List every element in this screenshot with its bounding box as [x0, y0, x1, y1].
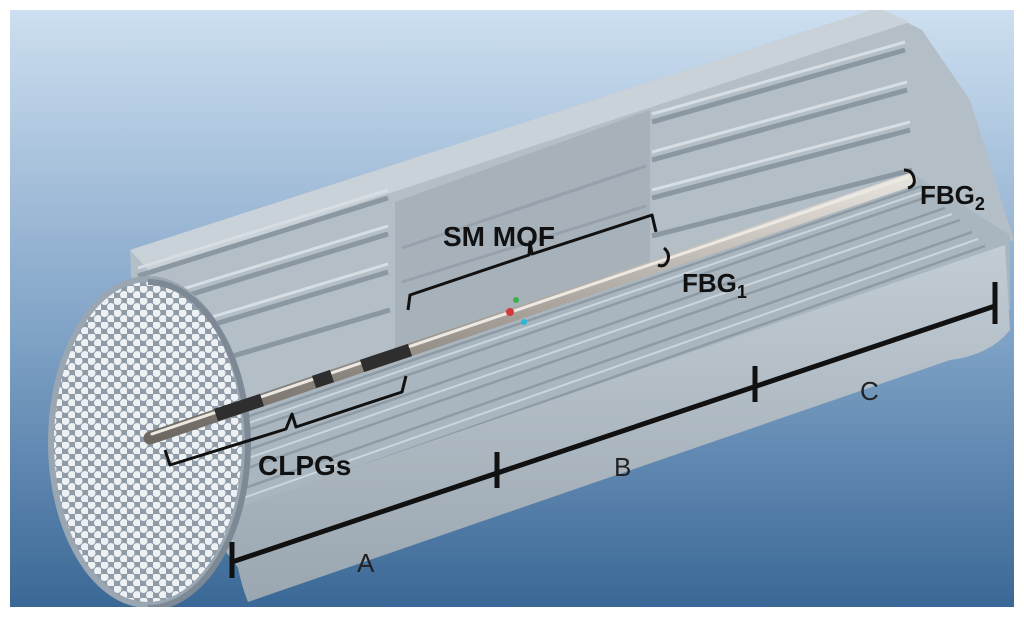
fbg2-label-sub: 2 — [975, 194, 985, 214]
braces — [163, 168, 916, 467]
section-c-label: C — [860, 376, 879, 406]
clpgs-label: CLPGs — [258, 450, 351, 481]
floor-grooves — [149, 184, 986, 518]
fbg2-brace — [903, 168, 916, 190]
sm-mof-label: SM MOF — [443, 221, 555, 252]
fbg1-label-sub: 1 — [737, 282, 747, 302]
back-wall-top — [130, 10, 910, 272]
fbg2-label: FBG2 — [920, 180, 985, 214]
clpg-gratings — [213, 343, 413, 422]
fbg1-brace — [657, 246, 670, 268]
section-a-label: A — [357, 548, 375, 578]
core-fiber — [143, 173, 917, 445]
section-b-label: B — [614, 452, 631, 482]
fiber-diagram: SM MOF CLPGs FBG1 FBG2 A B C — [10, 10, 1014, 607]
scale-bar — [229, 282, 998, 578]
back-ridges-right — [651, 40, 911, 192]
back-grooves-right — [651, 47, 913, 239]
floor-ridges — [154, 190, 979, 510]
fbg1-label-base: FBG — [682, 268, 737, 298]
fbg1-label: FBG1 — [682, 268, 747, 302]
window-grooves — [401, 164, 647, 284]
core-fiber-highlight — [150, 175, 910, 436]
outer-surface — [230, 245, 1010, 602]
clpgs-brace — [163, 375, 408, 467]
sm-mof-brace — [406, 213, 658, 311]
fbg2-label-base: FBG — [920, 180, 975, 210]
axis-marker — [506, 297, 527, 325]
